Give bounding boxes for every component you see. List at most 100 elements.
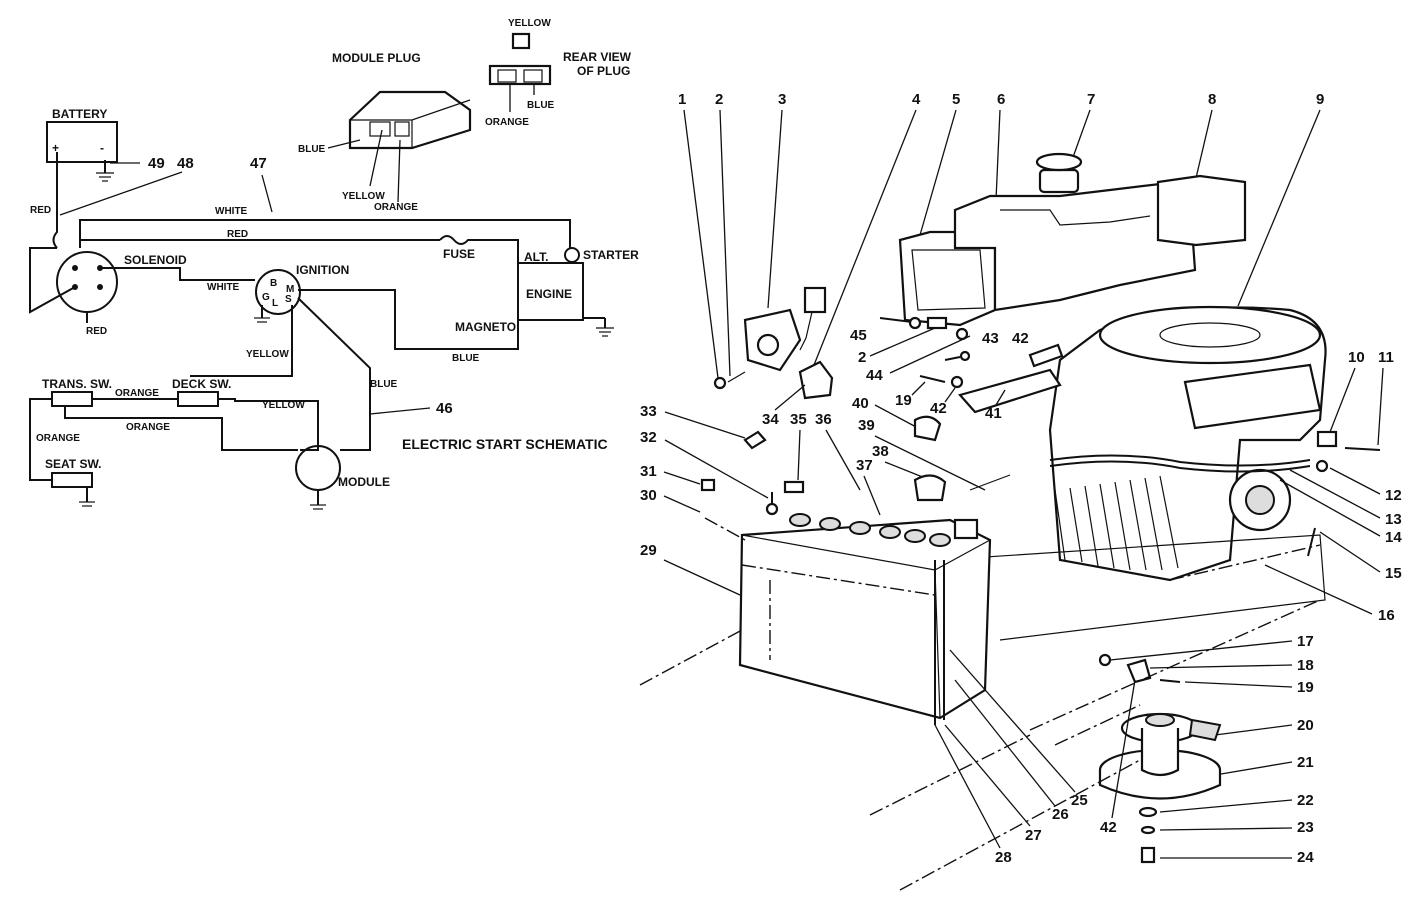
callout-14: 14 (1385, 529, 1402, 546)
callout-8: 8 (1208, 91, 1216, 108)
callout-45: 45 (850, 327, 867, 344)
wire-label-blue-module: BLUE (370, 379, 398, 390)
callout-11: 11 (1378, 349, 1394, 366)
electric-start-schematic: BATTERY + - 49 48 RED WHITE 47 RED FUSE … (29, 107, 639, 510)
callout-16: 16 (1378, 607, 1395, 624)
wire-label-white-top: WHITE (215, 206, 248, 217)
seat-switch-symbol (51, 472, 93, 488)
callout-42b: 42 (930, 400, 947, 417)
magneto-label: MAGNETO (455, 320, 516, 334)
module-plug-title: MODULE PLUG (332, 51, 421, 65)
callout-32: 32 (640, 429, 657, 446)
module-plug: MODULE PLUG BLUE YELLOW ORANGE (298, 51, 472, 213)
callout-43: 43 (982, 330, 999, 347)
module-symbol (295, 445, 341, 491)
callout-40: 40 (852, 395, 869, 412)
ignition-switch-symbol (255, 269, 301, 315)
seat-switch-label: SEAT SW. (45, 457, 101, 471)
callout-22: 22 (1297, 792, 1314, 809)
wire-label-yellow-deck: YELLOW (262, 400, 305, 411)
callout-2: 2 (715, 91, 723, 108)
callout-48: 48 (177, 155, 194, 172)
module-plug-yellow: YELLOW (342, 191, 385, 202)
callout-42a: 42 (1012, 330, 1029, 347)
callout-19a: 19 (895, 392, 912, 409)
callout-20: 20 (1297, 717, 1314, 734)
callout-1: 1 (678, 91, 686, 108)
ignition-label: IGNITION (296, 263, 349, 277)
callout-41: 41 (985, 405, 1002, 422)
trans-switch-label: TRANS. SW. (42, 377, 112, 391)
trans-switch-symbol (51, 391, 93, 407)
wire-label-yellow-ignition: YELLOW (246, 349, 289, 360)
exploded-view: 1 2 3 4 5 6 7 8 9 (639, 91, 1402, 891)
callout-27: 27 (1025, 827, 1042, 844)
wire-label-orange-left: ORANGE (36, 433, 80, 444)
callout-34: 34 (762, 411, 779, 428)
callout-4: 4 (912, 91, 921, 108)
solenoid-label: SOLENOID (124, 253, 187, 267)
callout-25: 25 (1071, 792, 1088, 809)
rear-view-title-1: REAR VIEW (563, 50, 632, 64)
callout-42c: 42 (1100, 819, 1117, 836)
solenoid-symbol (56, 251, 118, 313)
battery-label: BATTERY (52, 107, 107, 121)
callout-47: 47 (250, 155, 267, 172)
wire-label-orange-trans: ORANGE (115, 388, 159, 399)
engine-label: ENGINE (526, 287, 572, 301)
wire-label-red-battery: RED (30, 205, 51, 216)
callout-9: 9 (1316, 91, 1324, 108)
rear-view-title-2: OF PLUG (577, 64, 630, 78)
callout-38: 38 (872, 443, 889, 460)
fuse-label: FUSE (443, 247, 475, 261)
callout-49: 49 (148, 155, 165, 172)
rear-view-plug: YELLOW REAR VIEW OF PLUG ORANGE BLUE (485, 18, 632, 128)
wire-label-red-fuse: RED (227, 229, 248, 240)
callout-30: 30 (640, 487, 657, 504)
wire-label-white-solenoid: WHITE (207, 282, 240, 293)
callout-2b: 2 (858, 349, 866, 366)
rear-view-orange: ORANGE (485, 117, 529, 128)
callout-5: 5 (952, 91, 960, 108)
svg-text:M: M (286, 284, 294, 295)
wire-label-blue-magneto: BLUE (452, 353, 480, 364)
callout-21: 21 (1297, 754, 1314, 771)
battery-negative: - (100, 141, 104, 155)
callout-26: 26 (1052, 806, 1069, 823)
callout-6: 6 (997, 91, 1005, 108)
callout-31: 31 (640, 463, 657, 480)
alt-label: ALT. (524, 250, 548, 264)
battery-symbol (46, 121, 118, 163)
callout-29: 29 (640, 542, 657, 559)
callout-33: 33 (640, 403, 657, 420)
svg-text:L: L (272, 298, 278, 309)
starter-symbol (564, 247, 580, 263)
wire-label-red-solenoid: RED (86, 326, 107, 337)
callout-35: 35 (790, 411, 807, 428)
module-plug-orange: ORANGE (374, 202, 418, 213)
callout-18: 18 (1297, 657, 1314, 674)
svg-text:B: B (270, 278, 277, 289)
rear-view-yellow: YELLOW (508, 18, 551, 29)
svg-text:S: S (285, 294, 292, 305)
callout-36: 36 (815, 411, 832, 428)
module-label: MODULE (338, 475, 390, 489)
rear-view-blue: BLUE (527, 100, 555, 111)
callout-44: 44 (866, 367, 883, 384)
callout-23: 23 (1297, 819, 1314, 836)
callout-46: 46 (436, 400, 453, 417)
module-plug-blue: BLUE (298, 144, 326, 155)
callout-28: 28 (995, 849, 1012, 866)
wire-label-orange-loop: ORANGE (126, 422, 170, 433)
schematic-title: ELECTRIC START SCHEMATIC (402, 436, 608, 452)
svg-text:G: G (262, 292, 270, 303)
callout-13: 13 (1385, 511, 1402, 528)
starter-label: STARTER (583, 248, 639, 262)
callout-24: 24 (1297, 849, 1314, 866)
callout-12: 12 (1385, 487, 1402, 504)
callout-10: 10 (1348, 349, 1365, 366)
battery-positive: + (52, 141, 59, 155)
callout-17: 17 (1297, 633, 1314, 650)
callout-19b: 19 (1297, 679, 1314, 696)
